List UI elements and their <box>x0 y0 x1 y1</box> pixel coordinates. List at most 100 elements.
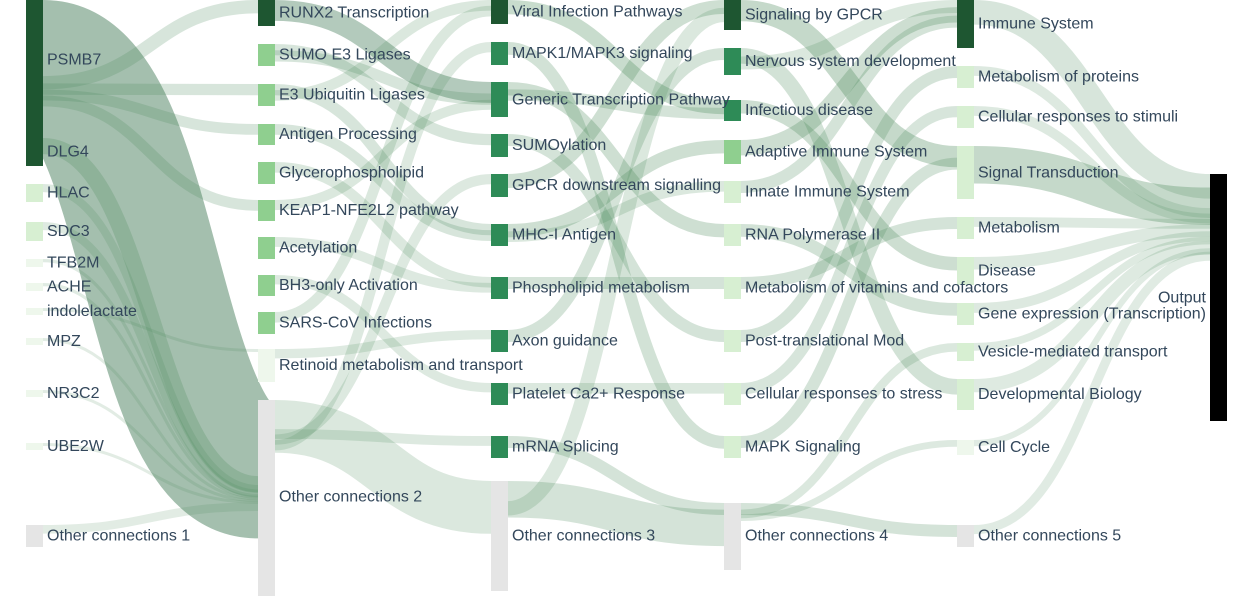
node-stimuli <box>957 106 974 128</box>
link-indolelactate-to-retinoid <box>42 308 259 352</box>
link-rnapol-to-gene_expr <box>740 224 958 316</box>
link-runx2-to-generic_tx <box>274 0 492 103</box>
node-vesicle <box>957 343 974 361</box>
link-other2-to-other3 <box>274 400 492 534</box>
node-label-nervous: Nervous system development <box>745 53 956 70</box>
link-ache-to-other2 <box>42 283 259 499</box>
link-sdc3-to-other2 <box>42 222 259 498</box>
node-indolelactate <box>26 308 43 315</box>
node-axon <box>491 330 508 352</box>
node-label-disease: Disease <box>978 263 1036 280</box>
node-label-mrna: mRNA Splicing <box>512 439 619 456</box>
node-runx2 <box>258 0 275 26</box>
link-signal_tx-to-output <box>973 145 1211 226</box>
node-label-runx2: RUNX2 Transcription <box>279 5 429 22</box>
link-sumo_e3-to-generic_tx <box>274 50 492 105</box>
link-other1-to-other2 <box>42 502 259 534</box>
node-sumoylation <box>491 134 508 157</box>
node-gpcr_down <box>491 174 508 197</box>
node-met_proteins <box>957 66 974 88</box>
link-mrna-to-other4 <box>507 435 725 515</box>
node-label-signal_tx: Signal Transduction <box>978 165 1119 182</box>
node-label-mhc1: MHC-I Antigen <box>512 227 616 244</box>
link-bh3-to-platelet <box>274 274 492 393</box>
node-gene_expr <box>957 303 974 325</box>
node-hlac <box>26 184 43 202</box>
node-label-phospholipid: Phospholipid metabolism <box>512 280 690 297</box>
link-sumoylation-to-ptm <box>507 133 725 342</box>
node-label-other3: Other connections 3 <box>512 528 655 545</box>
node-label-vesicle: Vesicle-mediated transport <box>978 344 1168 361</box>
node-label-acetylation: Acetylation <box>279 240 357 257</box>
node-label-dev_bio: Developmental Biology <box>978 386 1142 403</box>
node-label-ube2w: UBE2W <box>47 438 105 455</box>
node-label-sumoylation: SUMOylation <box>512 137 606 154</box>
node-sig_gpcr <box>724 0 741 30</box>
link-viral-to-infectious <box>507 0 725 115</box>
link-nervous-to-immune <box>740 0 958 70</box>
link-vesicle-to-output <box>973 236 1211 351</box>
node-bh3 <box>258 275 275 296</box>
link-mpz-to-other2 <box>42 338 259 501</box>
node-e3_ub <box>258 84 275 106</box>
nodes-layer <box>26 0 1227 596</box>
link-innate-to-immune <box>740 15 958 193</box>
node-signal_tx <box>957 146 974 199</box>
node-other1 <box>26 525 43 547</box>
node-antigen_proc <box>258 124 275 145</box>
node-label-bh3: BH3-only Activation <box>279 277 418 294</box>
node-label-met_proteins: Metabolism of proteins <box>978 69 1139 86</box>
link-immune-to-output <box>973 0 1211 199</box>
link-psmb7-to-e3_ub <box>42 83 259 96</box>
link-mhc1-to-innate <box>507 180 725 242</box>
node-label-keap1: KEAP1-NFE2L2 pathway <box>279 202 459 219</box>
link-ptm-to-met_proteins <box>740 65 958 342</box>
link-nervous-to-dev_bio <box>740 47 958 395</box>
node-label-sumo_e3: SUMO E3 Ligases <box>279 47 411 64</box>
link-stimuli-to-output <box>973 106 1211 224</box>
node-mhc1 <box>491 224 508 246</box>
node-label-gpcr_down: GPCR downstream signalling <box>512 177 721 194</box>
node-label-sig_gpcr: Signaling by GPCR <box>745 7 883 24</box>
links-layer <box>23 0 1211 547</box>
link-other4-to-vesicle <box>740 343 958 519</box>
link-met_proteins-to-output <box>973 66 1211 218</box>
node-other3 <box>491 481 508 591</box>
link-other3-to-other4 <box>507 481 725 547</box>
node-label-stimuli: Cellular responses to stimuli <box>978 109 1178 126</box>
node-label-glycero: Glycerophospholipid <box>279 165 424 182</box>
node-label-platelet: Platelet Ca2+ Response <box>512 386 685 403</box>
node-other2 <box>258 400 275 596</box>
link-other5-to-output <box>973 251 1211 535</box>
node-label-infectious: Infectious disease <box>745 102 873 119</box>
node-cell_cycle <box>957 440 974 455</box>
node-acetylation <box>258 237 275 259</box>
node-ptm <box>724 330 741 352</box>
link-keap1-to-generic_tx <box>274 99 492 211</box>
node-other4 <box>724 503 741 570</box>
node-label-stress: Cellular responses to stress <box>745 386 942 403</box>
node-label-other1: Other connections 1 <box>47 528 190 545</box>
node-nr3c2 <box>26 390 43 397</box>
node-vitamins <box>724 277 741 299</box>
node-label-antigen_proc: Antigen Processing <box>279 126 417 143</box>
link-other4-to-other5 <box>740 502 958 537</box>
node-ube2w <box>26 443 43 450</box>
node-other5 <box>957 525 974 547</box>
link-sumo_e3-to-sumoylation <box>274 43 492 146</box>
link-glycero-to-phospholipid <box>274 161 492 288</box>
node-mrna <box>491 436 508 458</box>
node-viral <box>491 0 508 24</box>
node-label-other5: Other connections 5 <box>978 528 1121 545</box>
node-infectious <box>724 100 741 121</box>
link-psmb7-to-other2 <box>23 0 278 539</box>
node-tfb2m <box>26 259 43 267</box>
link-other4-to-cell_cycle <box>740 440 958 522</box>
link-generic_tx-to-rnapol <box>507 82 725 238</box>
node-output <box>1210 174 1227 421</box>
link-dlg4-to-other2 <box>42 137 259 493</box>
node-label-adaptive: Adaptive Immune System <box>745 144 927 161</box>
node-mapk_sig <box>724 436 741 458</box>
link-gene_expr-to-output <box>973 231 1211 313</box>
